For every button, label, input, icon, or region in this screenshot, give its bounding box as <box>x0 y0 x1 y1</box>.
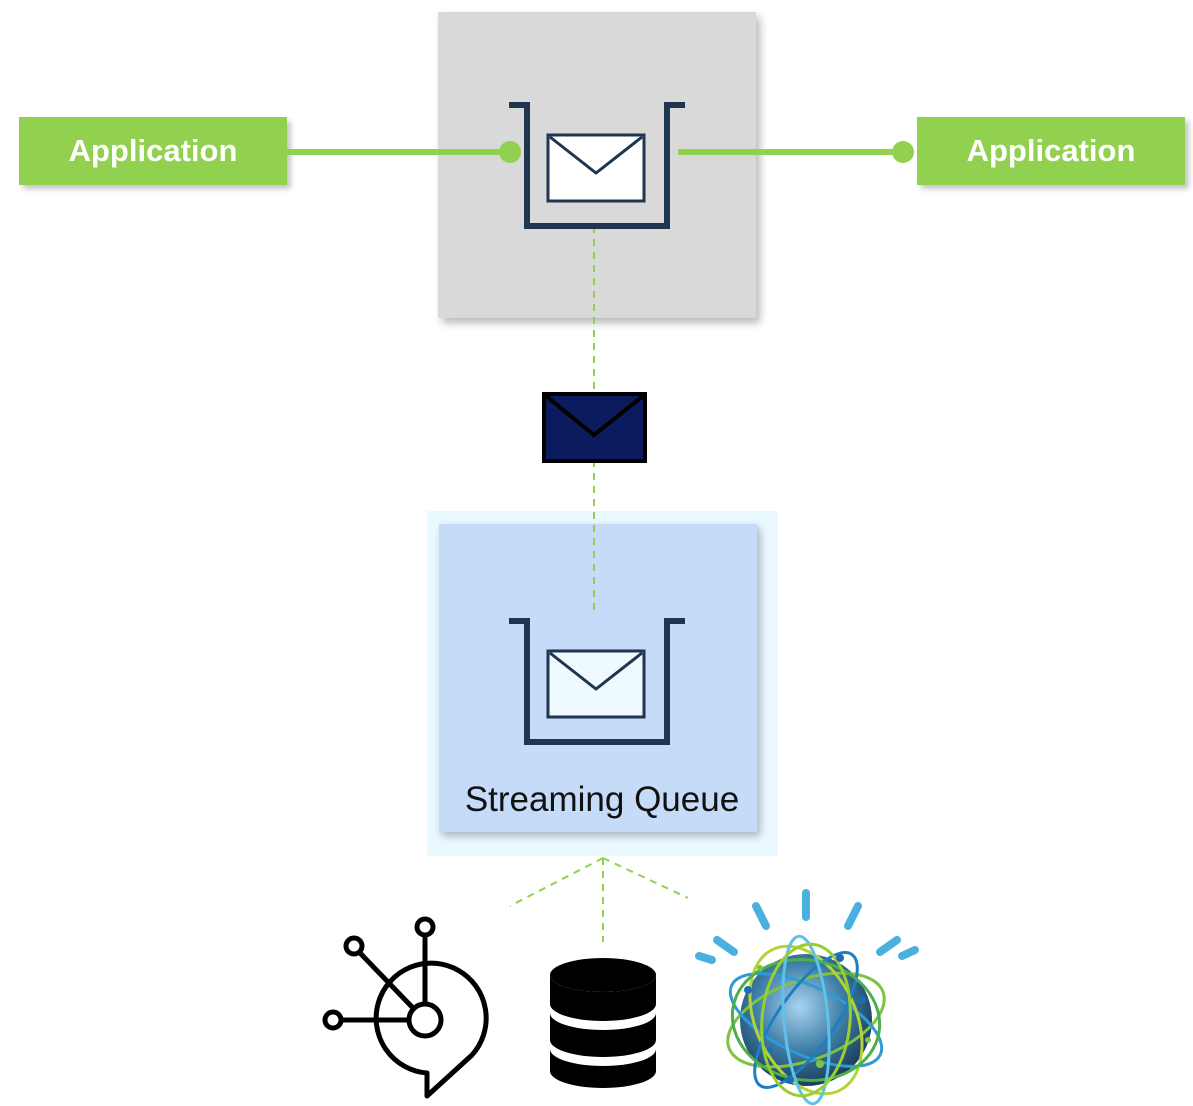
app-connector-left <box>287 141 521 163</box>
database-icon <box>550 958 656 1088</box>
consumer-fanout-lines <box>509 857 689 942</box>
ibm-watson-globe-icon <box>695 889 919 1106</box>
application-left-label: Application <box>68 133 238 168</box>
application-right-label: Application <box>966 133 1136 168</box>
event-streams-icon <box>322 916 489 1099</box>
streaming-queue-label: Streaming Queue <box>464 780 740 819</box>
queue-icon <box>509 102 685 229</box>
envelope-icon <box>542 392 647 463</box>
application-right-box[interactable]: Application <box>917 117 1185 185</box>
app-connector-right <box>678 141 914 163</box>
streaming-queue-icon <box>509 618 685 745</box>
application-left-box[interactable]: Application <box>19 117 287 185</box>
